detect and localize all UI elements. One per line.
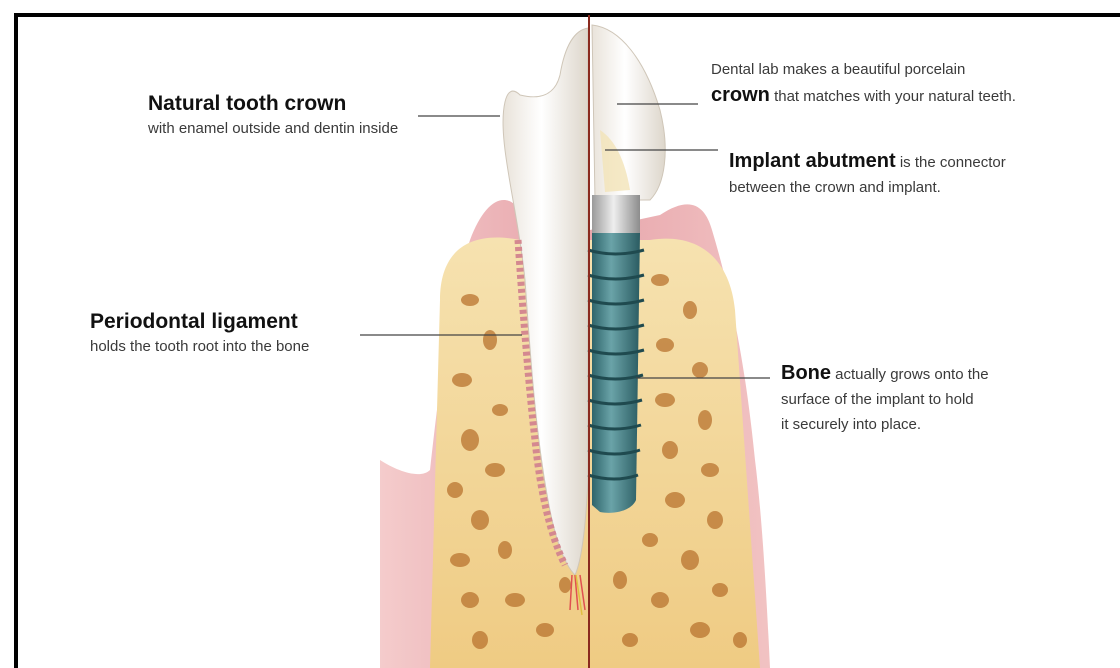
porcelain-crown [592, 25, 665, 200]
abutment-bold: Implant abutment [729, 150, 896, 172]
natural-crown-title: Natural tooth crown [148, 93, 398, 115]
bone-line3: it securely into place. [781, 414, 989, 436]
bone-line2: surface of the implant to hold [781, 389, 989, 411]
bone-label: Bone actually grows onto the surface of … [781, 362, 989, 436]
abutment-label: Implant abutment is the connector betwee… [729, 150, 1006, 199]
implant-abutment [592, 195, 640, 233]
periodontal-title: Periodontal ligament [90, 311, 309, 333]
natural-crown-label: Natural tooth crown with enamel outside … [148, 93, 398, 140]
bone-bold: Bone [781, 362, 831, 384]
abutment-rest: is the connector [896, 154, 1006, 171]
porcelain-crown-line1: Dental lab makes a beautiful porcelain [711, 59, 1016, 81]
periodontal-desc: holds the tooth root into the bone [90, 336, 309, 358]
natural-crown-desc: with enamel outside and dentin inside [148, 118, 398, 140]
implant-body [588, 233, 644, 513]
bone-rest: actually grows onto the [831, 366, 989, 383]
porcelain-crown-bold: crown [711, 84, 770, 106]
porcelain-crown-rest: that matches with your natural teeth. [770, 88, 1016, 105]
abutment-line2: between the crown and implant. [729, 177, 1006, 199]
periodontal-label: Periodontal ligament holds the tooth roo… [90, 311, 309, 358]
porcelain-crown-label: Dental lab makes a beautiful porcelain c… [711, 59, 1016, 108]
